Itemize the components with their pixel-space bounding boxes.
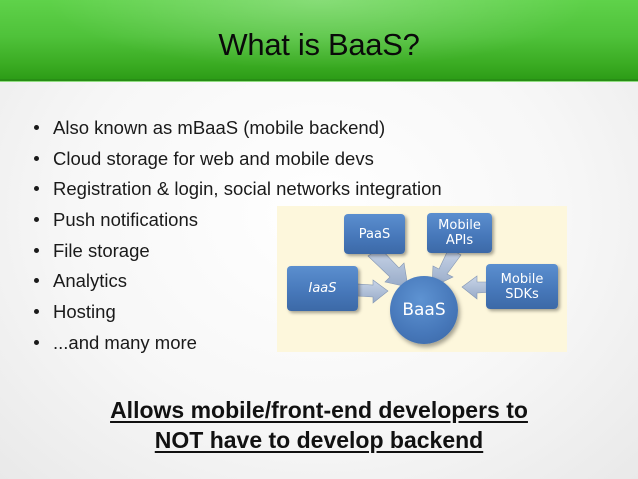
bullet-text: ...and many more — [53, 331, 197, 353]
bullet-icon — [34, 247, 39, 253]
bullet-item: Hosting — [30, 300, 442, 331]
bullet-text: Push notifications — [53, 209, 199, 231]
tagline: Allows mobile/front-end developers to NO… — [0, 395, 638, 455]
bullet-item: Registration & login, social networks in… — [30, 177, 442, 208]
title-sheen — [0, 0, 638, 81]
mobile-apis-box: Mobile APIs — [427, 213, 492, 253]
slide-title: What is BaaS? — [218, 27, 420, 62]
mobile-apis-label-1: Mobile — [438, 218, 481, 233]
bullet-text: Cloud storage for web and mobile devs — [53, 147, 374, 169]
bullet-icon — [34, 125, 39, 130]
bullet-item: Push notifications — [30, 208, 442, 239]
baas-diagram: PaaS Mobile APIs IaaS Mobile SDKs BaaS — [277, 206, 567, 352]
bullet-text: Also known as mBaaS (mobile backend) — [53, 117, 386, 138]
bullet-text: Registration & login, social networks in… — [53, 178, 442, 200]
bullet-item: ...and many more — [30, 331, 442, 362]
bullet-text: Hosting — [53, 301, 116, 323]
mobile-sdks-label-1: Mobile — [500, 271, 544, 287]
bullet-text: Analytics — [53, 270, 128, 292]
bullet-item: File storage — [30, 239, 442, 270]
bullet-icon — [34, 217, 39, 223]
mobile-sdks-box: Mobile SDKs — [486, 264, 558, 309]
arrows-icon — [356, 247, 496, 304]
bullet-item: Also known as mBaaS (mobile backend) — [30, 116, 442, 147]
bullet-icon — [34, 155, 39, 161]
baas-label: BaaS — [402, 300, 446, 320]
iaas-label: IaaS — [308, 281, 337, 296]
mobile-apis-label-2: APIs — [445, 233, 474, 248]
bullet-text: File storage — [53, 239, 150, 261]
tagline-line-1: Allows mobile/front-end developers to — [110, 397, 528, 423]
bullet-item: Cloud storage for web and mobile devs — [30, 147, 442, 178]
bullet-icon — [34, 309, 39, 315]
bullet-list: Also known as mBaaS (mobile backend) Clo… — [30, 116, 442, 362]
baas-circle: BaaS — [390, 276, 458, 344]
paas-box: PaaS — [344, 214, 405, 254]
bullet-icon — [34, 186, 39, 192]
tagline-line-2: NOT have to develop backend — [154, 427, 484, 453]
mobile-sdks-label-2: SDKs — [505, 286, 539, 302]
bullet-icon — [34, 278, 39, 284]
bullet-icon — [34, 339, 39, 345]
bullet-item: Analytics — [30, 269, 442, 300]
title-bar: What is BaaS? — [0, 0, 638, 82]
paas-label: PaaS — [358, 226, 391, 242]
iaas-box: IaaS — [287, 266, 358, 311]
